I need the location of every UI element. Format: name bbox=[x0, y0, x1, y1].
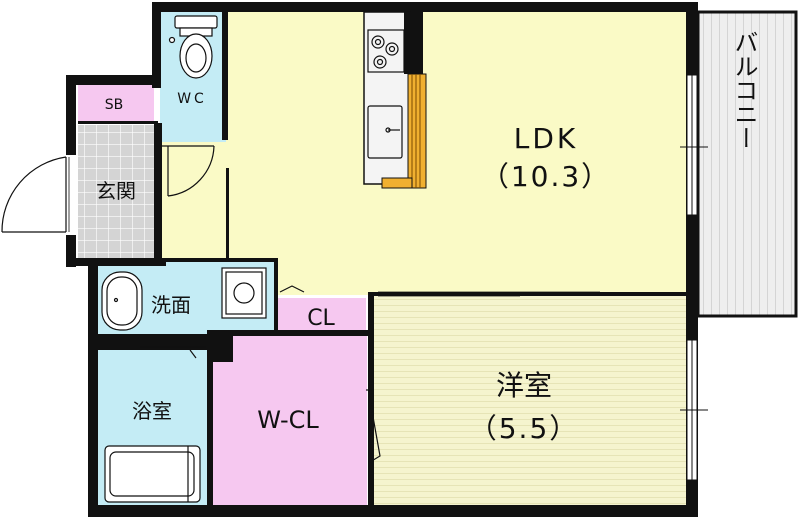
stove-icon bbox=[367, 29, 405, 73]
washbasin-icon bbox=[101, 271, 143, 331]
wcl-label: W-CL bbox=[257, 406, 319, 434]
toilet-icon bbox=[168, 15, 218, 79]
bathroom-label: 浴室 bbox=[132, 399, 172, 423]
windows bbox=[680, 74, 708, 481]
ldk-area bbox=[226, 12, 696, 295]
cl-area bbox=[276, 298, 366, 332]
sb-area bbox=[78, 85, 154, 123]
sb-label: SB bbox=[105, 97, 124, 113]
wcl-area bbox=[210, 336, 367, 505]
washroom-label: 洗面 bbox=[151, 293, 191, 317]
bedroom-label: 洋室 bbox=[496, 369, 552, 402]
bathtub-icon bbox=[104, 445, 201, 503]
balcony-label: バルコニー bbox=[730, 30, 758, 150]
bedroom-area bbox=[372, 296, 696, 505]
hall-area bbox=[160, 140, 228, 262]
ldk-label: LDK bbox=[514, 122, 579, 155]
ldk-size: （10.3） bbox=[481, 160, 611, 193]
sink-icon bbox=[367, 105, 403, 159]
doors bbox=[1, 145, 600, 463]
entrance-label: 玄関 bbox=[96, 179, 136, 203]
balcony bbox=[696, 10, 798, 318]
wc-label: WC bbox=[177, 91, 207, 107]
labels: LDK （10.3） 洋室 （5.5） WC SB 玄関 洗面 浴室 W-CL … bbox=[96, 30, 758, 445]
cl-label: CL bbox=[307, 306, 335, 331]
washing-machine-icon bbox=[221, 267, 267, 319]
bedroom-size: （5.5） bbox=[469, 412, 580, 445]
entrance-area bbox=[78, 125, 160, 261]
